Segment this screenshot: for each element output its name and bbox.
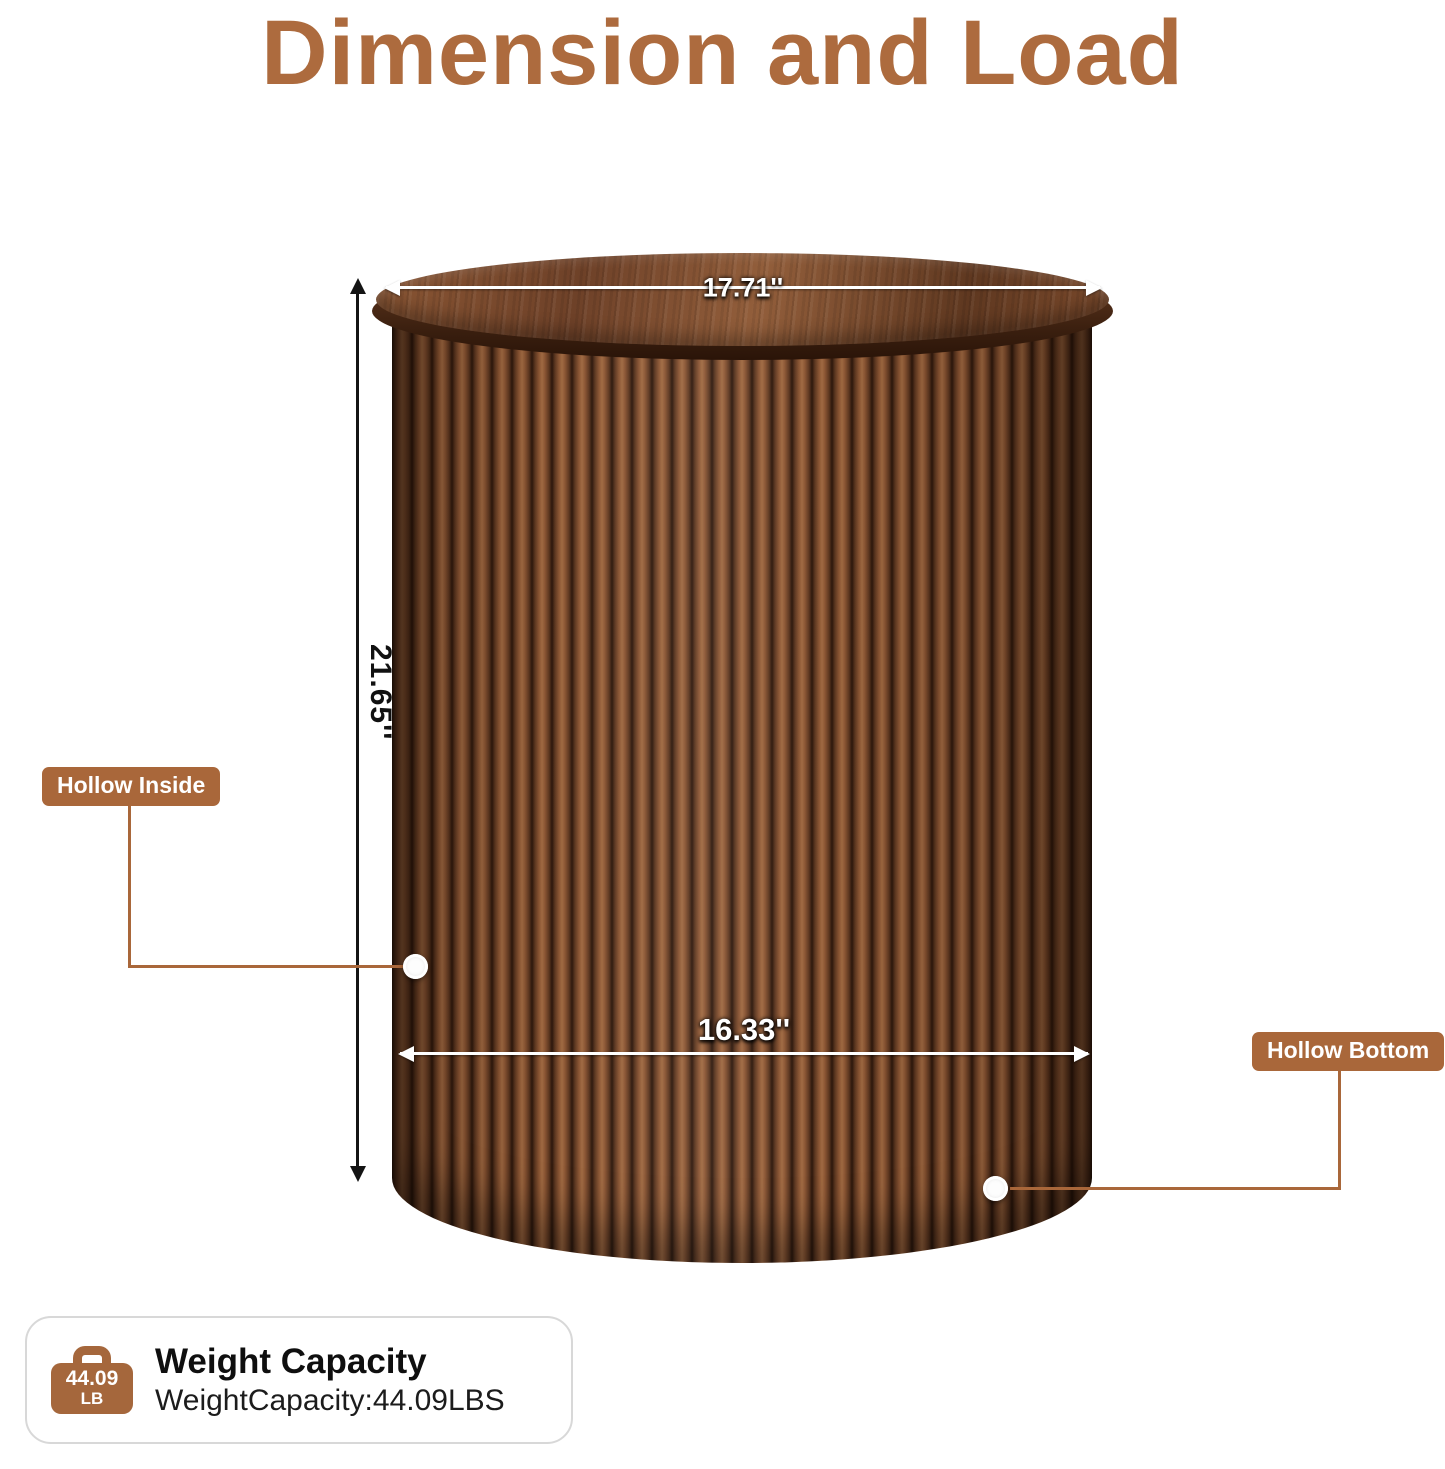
hollow-inside-badge: Hollow Inside — [42, 767, 221, 806]
height-label: 21.65'' — [364, 644, 397, 741]
weight-capacity-detail: WeightCapacity:44.09LBS — [155, 1384, 505, 1417]
weight-capacity-title: Weight Capacity — [155, 1342, 427, 1381]
weight-icon-unit: LB — [80, 1388, 104, 1408]
weight-icon-handle — [73, 1345, 111, 1366]
table-fluted-body — [392, 300, 1092, 1263]
top-diameter-label: 17.71'' — [702, 272, 784, 302]
body-diameter-label: 16.33'' — [697, 1012, 791, 1047]
page-title: Dimension and Load — [261, 2, 1184, 104]
top-diameter-dimension-arrow: 17.71'' — [386, 272, 1100, 302]
weight-icon-value: 44.09 — [65, 1366, 119, 1390]
height-dimension-arrow: 21.65'' — [356, 292, 397, 1168]
table-top-surface — [376, 253, 1109, 346]
weight-capacity-card: 44.09 LB Weight Capacity WeightCapacity:… — [25, 1316, 573, 1444]
hollow-inside-connector-vertical — [128, 800, 131, 968]
weight-capacity-text-block: Weight Capacity WeightCapacity:44.09LBS — [155, 1341, 505, 1419]
hollow-bottom-marker-dot — [983, 1176, 1008, 1201]
hollow-bottom-badge: Hollow Bottom — [1252, 1032, 1445, 1071]
weight-icon-body: 44.09 LB — [51, 1362, 133, 1415]
hollow-bottom-connector-vertical — [1338, 1062, 1341, 1190]
hollow-bottom-connector-horizontal — [1010, 1187, 1341, 1190]
hollow-inside-marker-dot — [403, 954, 428, 979]
hollow-inside-connector-horizontal — [128, 965, 415, 968]
weight-icon: 44.09 LB — [51, 1345, 133, 1415]
body-diameter-dimension-arrow: 16.33'' — [400, 1012, 1088, 1055]
